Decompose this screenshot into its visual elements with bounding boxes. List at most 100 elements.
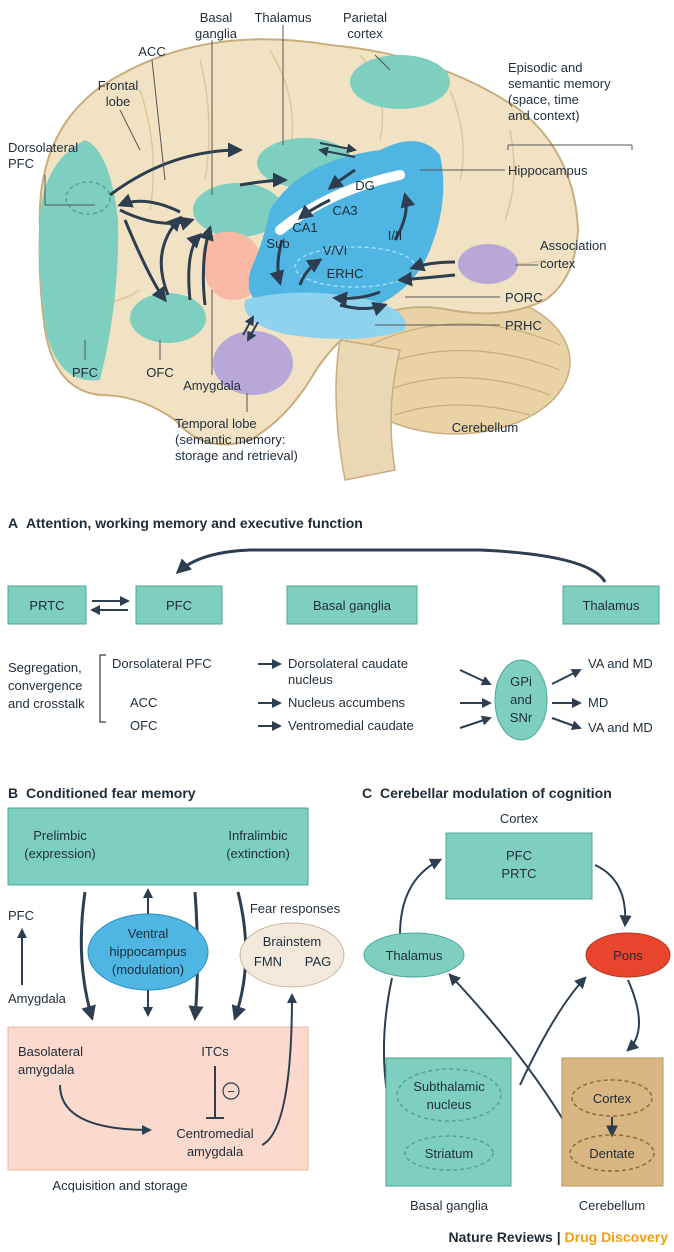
infralimbic-1: Infralimbic [228, 828, 288, 843]
label-v-vi: V/VI [323, 243, 348, 258]
panel-b-letter: B [8, 785, 18, 801]
c-pons-label: Pons [613, 948, 643, 963]
cma-2: amygdala [187, 1144, 244, 1159]
b-pfc-label: PFC [8, 908, 34, 923]
ca-band [275, 170, 405, 235]
c-basal-ganglia-label: Basal ganglia [410, 1198, 489, 1213]
ventral-hippocampus-node [87, 913, 209, 991]
vhipp-1: Ventral [128, 926, 169, 941]
prhc-region [244, 292, 406, 339]
bla-1: Basolateral [18, 1044, 83, 1059]
c-pfc-label: PFC [506, 848, 532, 863]
fear-responses-label: Fear responses [250, 901, 341, 916]
amygdala-region [201, 231, 262, 300]
pag-label: PAG [305, 954, 332, 969]
dentate-label: Dentate [589, 1146, 635, 1161]
gpi-snr-node [494, 659, 548, 741]
label-pfc: PFC [72, 365, 98, 380]
cortex-to-pons-arrow [594, 864, 632, 928]
row-vmc: Ventromedial caudate [288, 718, 414, 733]
prelimbic-down-arrow [79, 891, 96, 1021]
label-prhc: PRHC [505, 318, 542, 333]
label-association-2: cortex [540, 256, 576, 271]
out-2: MD [588, 695, 608, 710]
c-prtc-label: PRTC [501, 866, 536, 881]
label-parietal-2: cortex [347, 26, 383, 41]
label-sub: Sub [266, 236, 289, 251]
brain-illustration: Basal ganglia Thalamus Parietal cortex A… [8, 10, 633, 481]
panel-b: B Conditioned fear memory Prelimbic (exp… [7, 785, 345, 1193]
box-thalamus-label: Thalamus [582, 598, 640, 613]
arrow-out-1 [551, 669, 582, 685]
row-ofc: OFC [130, 718, 157, 733]
label-i-ii: I/II [388, 228, 402, 243]
thalamus-to-pfc-arrow [175, 548, 607, 583]
fmn-label: FMN [254, 954, 282, 969]
label-basal-ganglia-2: ganglia [195, 26, 238, 41]
label-cerebellum: Cerebellum [452, 420, 518, 435]
seg-text-1: Segregation, [8, 660, 82, 675]
arrow-out-3 [551, 717, 582, 731]
credit-section: Drug Discovery [565, 1229, 669, 1245]
leader-lines [44, 25, 633, 412]
b-amygdala-label: Amygdala [8, 991, 67, 1006]
cma-1: Centromedial [176, 1126, 253, 1141]
pfc-box [7, 807, 309, 886]
seg-text-2: convergence [8, 678, 82, 693]
dlpfc-dashed [65, 181, 111, 215]
bla-to-cma-arrow [59, 1084, 152, 1135]
label-association-1: Association [540, 238, 606, 253]
seg-bracket [99, 654, 106, 723]
association-region [458, 244, 518, 284]
c-cerebellum-label: Cerebellum [579, 1198, 645, 1213]
cb-cortex-dashed [571, 1079, 653, 1117]
label-frontal-2: lobe [106, 94, 131, 109]
box-prtc-label: PRTC [29, 598, 64, 613]
striatum-dashed [404, 1135, 494, 1171]
basal-ganglia-region [193, 183, 283, 237]
brainstem-label: Brainstem [263, 934, 322, 949]
thalamus-node [363, 932, 465, 978]
panel-a-letter: A [8, 515, 18, 531]
arrow-to-gpi-1 [459, 669, 492, 686]
panel-c-letter: C [362, 785, 372, 801]
label-acc: ACC [138, 44, 165, 59]
out-3: VA and MD [588, 720, 653, 735]
acq-label: Acquisition and storage [52, 1178, 187, 1193]
panel-a-heading: Attention, working memory and executive … [26, 515, 363, 531]
credit-separator: | [553, 1229, 565, 1245]
label-amygdala: Amygdala [183, 378, 242, 393]
label-episodic-2: semantic memory [508, 76, 611, 91]
pons-node [585, 932, 671, 978]
label-dg: DG [355, 178, 375, 193]
bla-2: amygdala [18, 1062, 75, 1077]
cma-to-brainstem-arrow [261, 993, 297, 1146]
itcs-label: ITCs [201, 1044, 229, 1059]
credit-journal: Nature Reviews [449, 1229, 553, 1245]
basal-ganglia-box [385, 1057, 512, 1187]
pons-to-cerebellum-arrow [626, 979, 640, 1052]
row-dlc-1: Dorsolateral caudate [288, 656, 408, 671]
minus-sign: − [227, 1084, 235, 1099]
row-dlc-2: nucleus [288, 672, 333, 687]
label-episodic-3: (space, time [508, 92, 579, 107]
vhipp-3: (modulation) [112, 962, 184, 977]
out-1: VA and MD [588, 656, 653, 671]
cerebellum-folds [359, 323, 561, 416]
box-pfc [135, 585, 223, 625]
credit-text: Nature Reviews | Drug Discovery [449, 1229, 669, 1245]
brain-arrows [109, 142, 456, 342]
box-thalamus [562, 585, 660, 625]
label-frontal-1: Frontal [98, 78, 139, 93]
label-dlpfc-1: Dorsolateral [8, 140, 78, 155]
label-thalamus: Thalamus [254, 10, 312, 25]
seg-text-3: and crosstalk [8, 696, 85, 711]
dentate-dashed [569, 1134, 655, 1172]
label-ca1: CA1 [292, 220, 317, 235]
label-ofc: OFC [146, 365, 173, 380]
label-basal-ganglia-1: Basal [200, 10, 233, 25]
label-temporal-3: storage and retrieval) [175, 448, 298, 463]
cb-cortex-label: Cortex [593, 1091, 632, 1106]
panel-c-heading: Cerebellar modulation of cognition [380, 785, 612, 801]
